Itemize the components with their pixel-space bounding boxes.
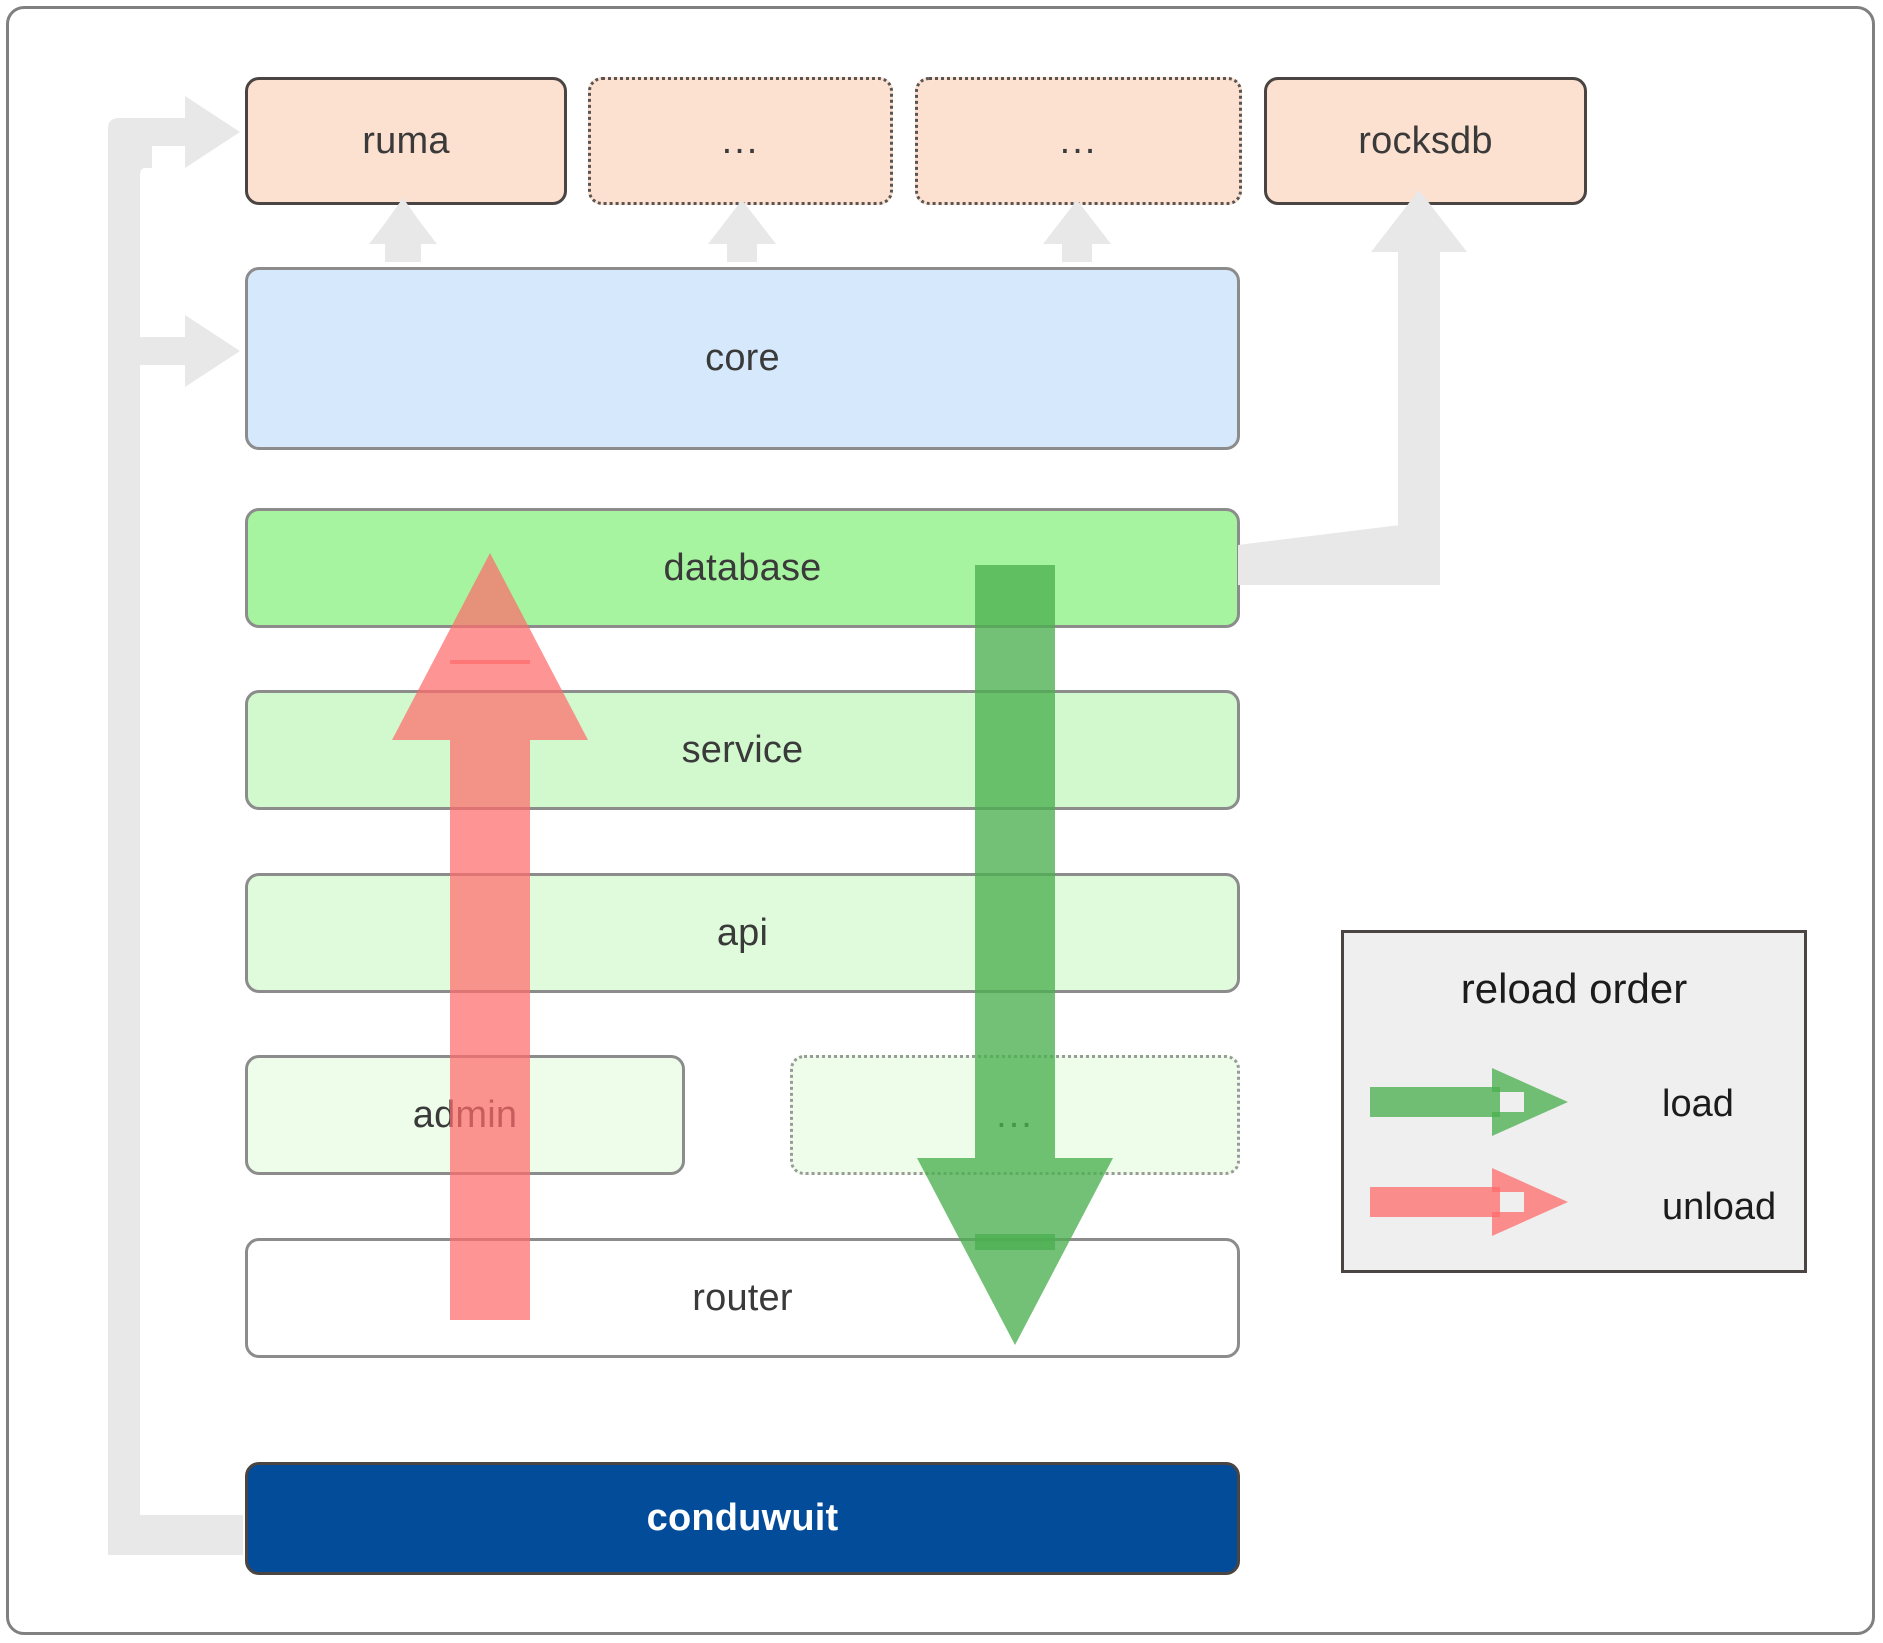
node-label: ruma xyxy=(362,119,450,162)
node-dep-placeholder-2[interactable]: ... xyxy=(915,77,1242,205)
node-admin[interactable]: admin xyxy=(245,1055,685,1175)
node-label: api xyxy=(716,911,769,954)
legend-panel: reload order load unload xyxy=(1341,930,1807,1273)
legend-load-arrow xyxy=(1370,1068,1568,1136)
node-label: conduwuit xyxy=(646,1497,839,1539)
legend-label-load: load xyxy=(1662,1083,1734,1125)
node-label: database xyxy=(663,546,822,589)
node-api[interactable]: api xyxy=(245,873,1240,993)
node-rocksdb[interactable]: rocksdb xyxy=(1264,77,1587,205)
node-layer-placeholder[interactable]: ... xyxy=(790,1055,1240,1175)
legend-arrow-svg xyxy=(1370,1068,1568,1236)
node-conduwuit[interactable]: conduwuit xyxy=(245,1462,1240,1575)
node-label: router xyxy=(692,1276,793,1319)
node-label: ... xyxy=(721,119,760,162)
node-service[interactable]: service xyxy=(245,690,1240,810)
node-router[interactable]: router xyxy=(245,1238,1240,1358)
node-dep-placeholder-1[interactable]: ... xyxy=(588,77,893,205)
node-label: service xyxy=(681,728,804,771)
node-label: core xyxy=(705,337,780,379)
node-core[interactable]: core xyxy=(245,267,1240,450)
node-database[interactable]: database xyxy=(245,508,1240,628)
node-ruma[interactable]: ruma xyxy=(245,77,567,205)
node-label: admin xyxy=(412,1093,518,1136)
legend-title: reload order xyxy=(1460,965,1688,1012)
node-label: ... xyxy=(1059,119,1098,162)
node-label: ... xyxy=(996,1093,1034,1136)
legend-label-unload: unload xyxy=(1662,1186,1777,1228)
legend-unload-arrow xyxy=(1370,1168,1568,1236)
node-label: rocksdb xyxy=(1358,119,1493,162)
diagram-frame xyxy=(6,6,1875,1635)
